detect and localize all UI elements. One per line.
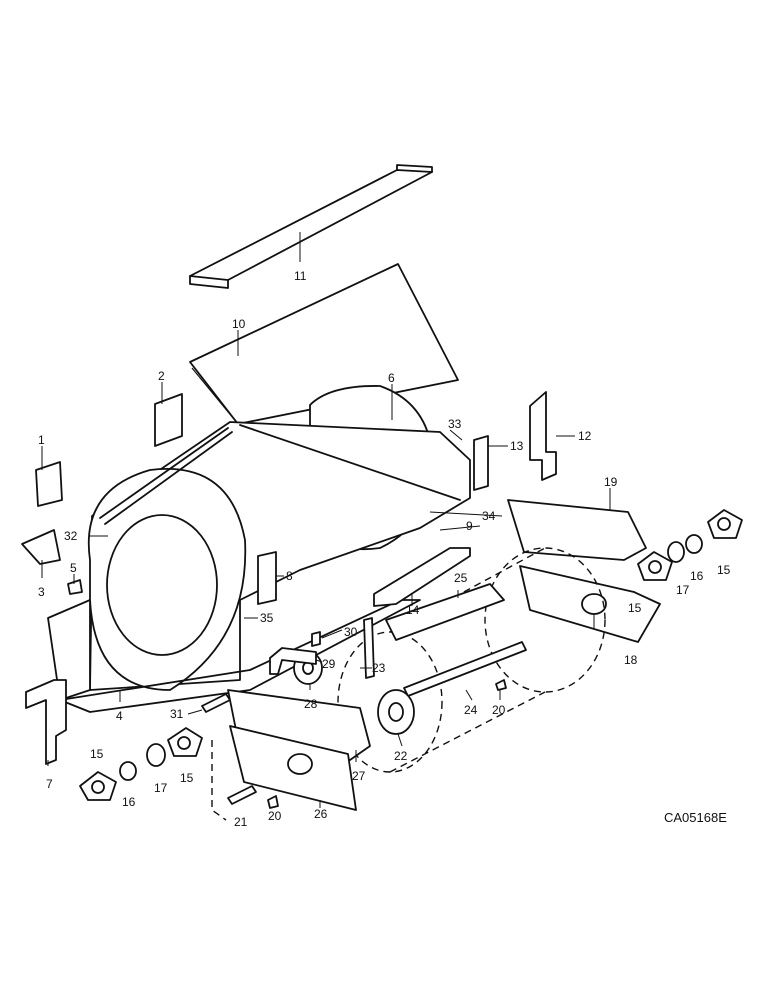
part-3-corner-bracket — [21, 529, 61, 565]
part-14-tube — [373, 547, 471, 607]
callout-3: 3 — [38, 585, 45, 599]
callout-30: 30 — [344, 625, 358, 639]
part-15-bearing-left-upper — [167, 727, 203, 757]
callout-24: 24 — [464, 703, 478, 717]
callout-4: 4 — [116, 709, 123, 723]
part-1-bracket — [35, 461, 63, 507]
callout-17-a: 17 — [676, 583, 690, 597]
callout-22: 22 — [394, 749, 408, 763]
callout-26: 26 — [314, 807, 328, 821]
callout-20-a: 20 — [268, 809, 282, 823]
part-12-bracket — [529, 391, 557, 481]
callout-8: 8 — [286, 569, 293, 583]
callout-35: 35 — [260, 611, 274, 625]
callout-1: 1 — [38, 433, 45, 447]
callout-5: 5 — [70, 561, 77, 575]
callout-6: 6 — [388, 371, 395, 385]
part-29-mount — [269, 647, 317, 675]
callout-7: 7 — [46, 777, 53, 791]
part-19-upper-hood — [507, 499, 647, 561]
part-26-left-side-plate — [229, 725, 357, 811]
callout-19: 19 — [604, 475, 618, 489]
part-5-clip — [67, 579, 83, 595]
fan-housing-body — [47, 421, 471, 713]
callout-10: 10 — [232, 317, 246, 331]
callout-16-b: 16 — [122, 795, 136, 809]
part-24-shaft — [403, 641, 527, 697]
part-2-bracket — [154, 393, 183, 447]
callout-21: 21 — [234, 815, 248, 829]
callout-12: 12 — [578, 429, 592, 443]
part-15-bearing-right-upper — [707, 509, 743, 539]
part-20-bolt-left — [267, 795, 279, 809]
callout-34: 34 — [482, 509, 496, 523]
part-22-hub — [377, 689, 415, 735]
part-21-pin — [227, 785, 257, 805]
callout-15-b: 15 — [628, 601, 642, 615]
callout-27: 27 — [352, 769, 366, 783]
callout-25: 25 — [454, 571, 468, 585]
part-23-bar — [363, 617, 375, 679]
callout-32: 32 — [64, 529, 78, 543]
callout-28: 28 — [304, 697, 318, 711]
callout-17-b: 17 — [154, 781, 168, 795]
part-16-collar-right — [685, 534, 703, 554]
part-15-bearing-right-lower — [637, 551, 673, 581]
callout-31: 31 — [170, 707, 184, 721]
part-25-fan-blade — [385, 583, 505, 641]
callout-2: 2 — [158, 369, 165, 383]
callout-15-a: 15 — [717, 563, 731, 577]
callout-15-c: 15 — [90, 747, 104, 761]
part-10-top-cover — [189, 263, 459, 425]
callout-9: 9 — [466, 519, 473, 533]
part-11-top-channel — [189, 164, 433, 289]
callouts: 1 2 3 4 5 6 7 8 9 10 11 12 13 14 15 16 1… — [38, 269, 731, 829]
part-15-bearing-left-lower — [79, 771, 117, 801]
part-17-bushing-right — [667, 541, 685, 563]
callout-11: 11 — [294, 269, 307, 283]
part-8-bracket — [257, 551, 277, 605]
part-30-spring — [311, 631, 321, 647]
part-13-bracket — [473, 435, 489, 491]
callout-15-d: 15 — [180, 771, 194, 785]
callout-13: 13 — [510, 439, 524, 453]
part-16-collar-left — [119, 761, 137, 781]
part-18-right-side-plate — [519, 565, 661, 643]
callout-23: 23 — [372, 661, 386, 675]
callout-33: 33 — [448, 417, 462, 431]
part-27-lower-hood — [227, 689, 371, 761]
part-7-side-bracket — [25, 679, 67, 765]
callout-16-a: 16 — [690, 569, 704, 583]
callout-18: 18 — [624, 653, 638, 667]
callout-20-b: 20 — [492, 703, 506, 717]
leader-lines — [41, 232, 611, 808]
part-17-bushing-left — [146, 743, 166, 767]
callout-29: 29 — [322, 657, 336, 671]
callout-14: 14 — [406, 603, 420, 617]
part-20-bolt-right — [495, 679, 507, 691]
figure-code: CA05168E — [664, 810, 727, 825]
